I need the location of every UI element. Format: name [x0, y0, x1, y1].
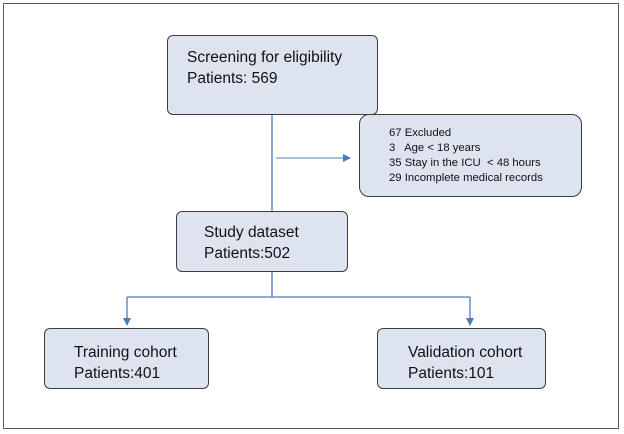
training-title: Training cohort — [74, 344, 177, 361]
study-title: Study dataset — [204, 224, 299, 241]
training-count: Patients:401 — [74, 365, 161, 382]
validation-cohort-box: Validation cohort Patients:101 — [377, 328, 546, 389]
excluded-icu-stay: 35 Stay in the ICU < 48 hours — [389, 157, 541, 169]
excluded-records: 29 Incomplete medical records — [389, 172, 543, 184]
diagram-frame — [3, 3, 619, 429]
study-dataset-box: Study dataset Patients:502 — [176, 211, 348, 272]
screening-count: Patients: 569 — [187, 70, 278, 87]
training-cohort-box: Training cohort Patients:401 — [44, 328, 209, 389]
screening-box: Screening for eligibility Patients: 569 — [167, 35, 378, 115]
validation-title: Validation cohort — [408, 344, 523, 361]
excluded-age: 3 Age < 18 years — [389, 142, 481, 154]
screening-title: Screening for eligibility — [187, 49, 343, 66]
excluded-total: 67 Excluded — [389, 127, 452, 139]
validation-count: Patients:101 — [408, 365, 495, 382]
excluded-box: 67 Excluded 3 Age < 18 years 35 Stay in … — [359, 114, 582, 197]
study-count: Patients:502 — [204, 245, 291, 262]
